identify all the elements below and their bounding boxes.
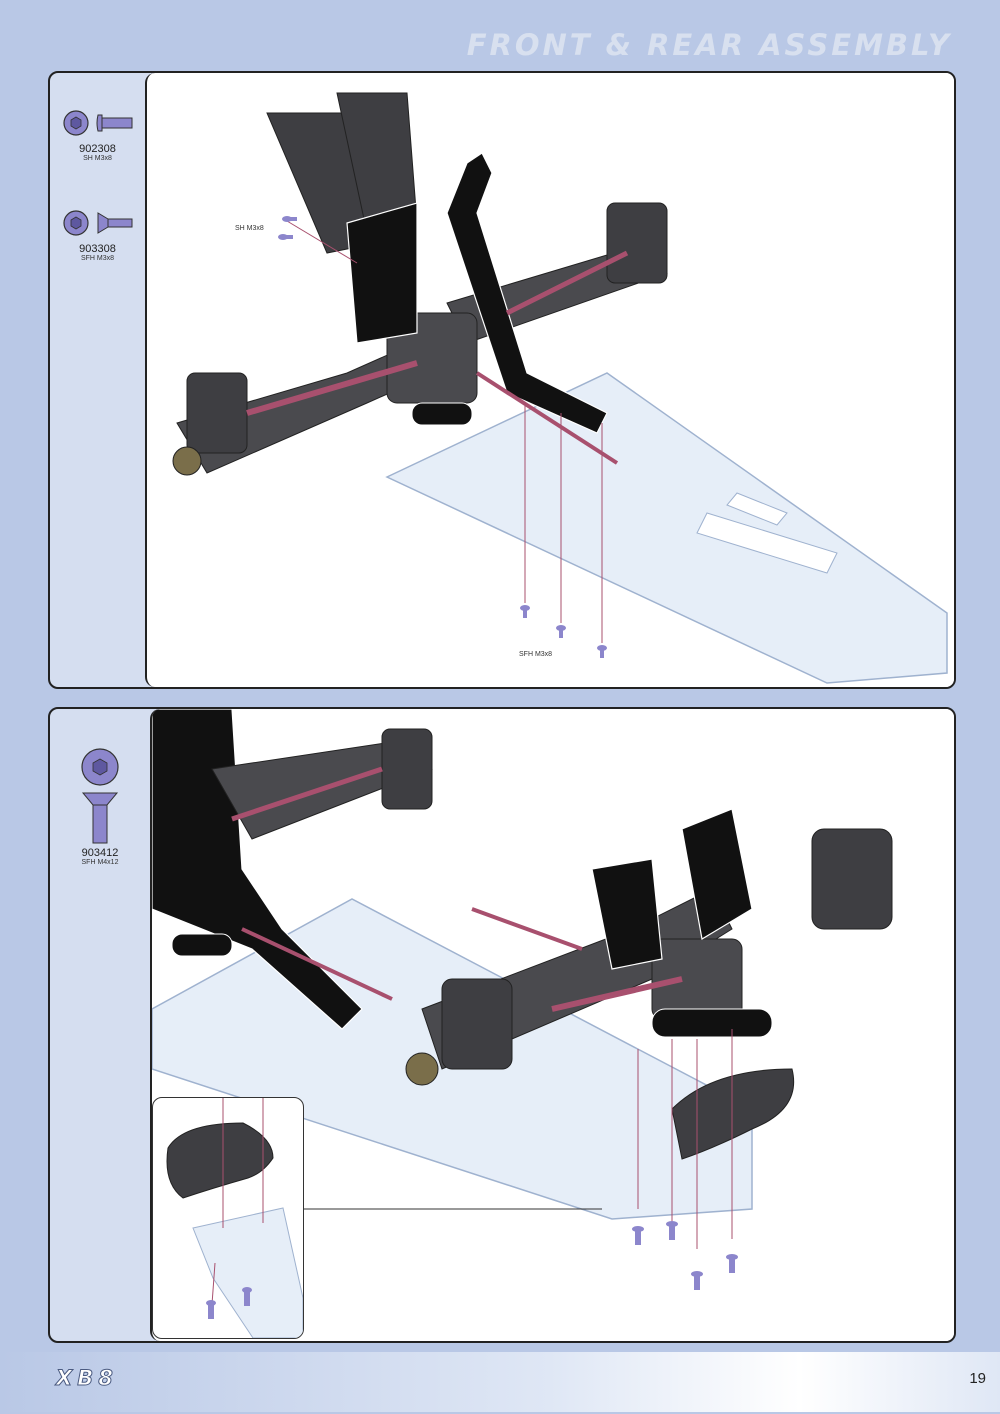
front-brace — [171, 933, 233, 957]
front-drive-shaft — [231, 766, 383, 822]
screw-sfh-m4x12 — [666, 1221, 678, 1240]
chassis-brace — [152, 709, 363, 1030]
rear-hub-right — [811, 828, 893, 930]
front-assembly-illustration — [172, 92, 948, 684]
chassis-slot — [726, 492, 788, 526]
drive-link — [475, 371, 619, 465]
rear-diff-case — [651, 938, 743, 1020]
front-hub-right — [606, 202, 668, 284]
part-number: 903308 — [79, 243, 116, 255]
screw-sfh-m3x8 — [597, 645, 607, 658]
screw-sfh-m4x12 — [632, 1226, 644, 1245]
flat-head-screw-icon — [81, 748, 119, 844]
bumper-detail — [166, 1122, 274, 1199]
rear-hub-left — [441, 978, 513, 1070]
wheel-nut — [405, 1052, 439, 1086]
bumper-detail-illustration — [166, 1098, 303, 1338]
chassis-plate-detail — [192, 1207, 303, 1338]
detail-inset — [152, 1097, 304, 1339]
drive-shaft-right — [505, 250, 629, 316]
rear-shock-tower-right — [681, 808, 753, 940]
steering-link — [246, 360, 418, 416]
step-1-panel: 902308 SH M3x8 903308 SFH M3x8 — [48, 71, 956, 689]
screw-sh-m3x8 — [282, 216, 297, 222]
chassis-slot — [696, 512, 838, 574]
step-2-panel: 903412 SFH M4x12 — [48, 707, 956, 1343]
front-hub — [381, 728, 433, 810]
assembly-drawing-step-2 — [150, 709, 954, 1341]
parts-column: 902308 SH M3x8 903308 SFH M3x8 — [50, 73, 145, 687]
part-description: SH M3x8 — [83, 155, 112, 162]
footer-band — [0, 1352, 1000, 1412]
callout-sfh-m3x8: SFH M3x8 — [519, 651, 553, 658]
front-hub-left — [186, 372, 248, 454]
page-number: 19 — [969, 1370, 986, 1387]
chassis-plate — [385, 372, 948, 684]
rear-bumper — [671, 1068, 795, 1160]
rear-camber-link — [471, 907, 583, 951]
chassis-brace — [446, 152, 608, 434]
part-description: SFH M3x8 — [80, 255, 115, 262]
assembly-guide-line — [286, 220, 358, 264]
screw-sfh-m3x8 — [520, 605, 530, 618]
parts-column: 903412 SFH M4x12 — [50, 709, 150, 1341]
callout-sh-m3x8: SH M3x8 — [235, 225, 264, 232]
screw-sfh-m4x12 — [691, 1271, 703, 1290]
rear-brace — [651, 1008, 773, 1038]
screw-sfh-m4x12 — [726, 1254, 738, 1273]
steering-link — [241, 927, 393, 1001]
button-head-screw-icon — [62, 110, 132, 136]
assembly-drawing-step-1: SH M3x8 SFH M3x8 — [145, 73, 954, 687]
shock-tower — [346, 202, 418, 344]
part-903412: 903412 SFH M4x12 — [50, 747, 150, 867]
wheel-nut — [172, 446, 202, 476]
screw-sfh-m4x12 — [206, 1300, 216, 1319]
part-number: 903412 — [81, 847, 119, 859]
screw-sh-m3x8 — [278, 234, 293, 240]
flat-head-screw-icon — [62, 210, 132, 236]
screw-sfh-m4x12 — [242, 1287, 252, 1306]
screw-sfh-m3x8 — [556, 625, 566, 638]
page-title: FRONT & REAR ASSEMBLY — [466, 28, 952, 62]
rear-assembly-illustration — [152, 709, 893, 1290]
brand-logo: XB8 — [56, 1366, 118, 1391]
front-brace — [411, 402, 473, 426]
part-902308: 902308 SH M3x8 — [50, 103, 145, 163]
rear-shock-tower-left — [591, 858, 663, 970]
rear-drive-shaft — [551, 976, 683, 1012]
part-number: 902308 — [79, 143, 116, 155]
part-description: SFH M4x12 — [81, 859, 119, 866]
part-903308: 903308 SFH M3x8 — [50, 203, 145, 263]
